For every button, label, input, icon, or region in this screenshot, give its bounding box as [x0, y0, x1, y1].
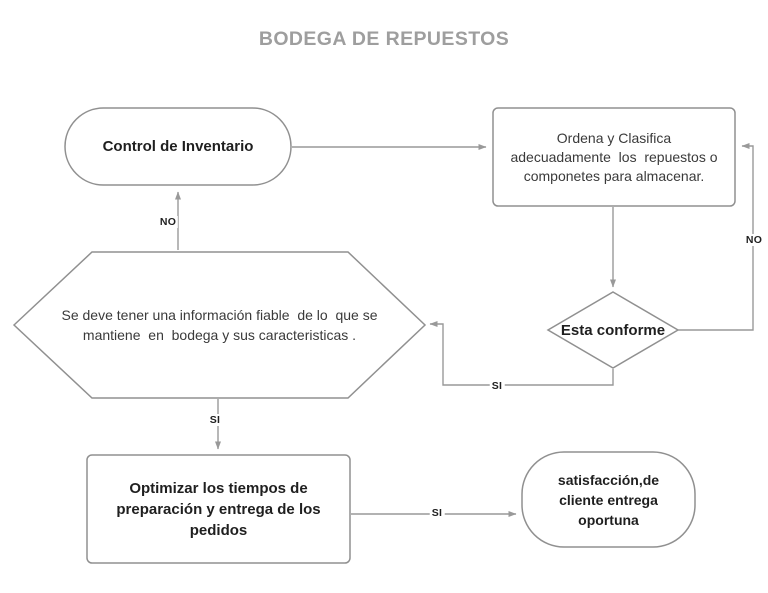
edge-label-si-optimizar-to-satisfaccion: SI: [429, 507, 445, 519]
optimizar-node-label: Optimizar los tiempos de preparación y e…: [116, 479, 321, 539]
informacion-node-shape: [12, 251, 427, 399]
edge-label-no-hexagon-to-control: NO: [157, 216, 179, 228]
ordena-node-shape: [492, 107, 736, 207]
control-node-label: Control de Inventario: [102, 138, 254, 155]
satisfaccion-node-label: satisfacción,de cliente entrega oportuna: [557, 471, 660, 528]
satisfaccion-node-shape: [521, 451, 696, 548]
edge-label-no-conforme-to-ordena: NO: [743, 234, 765, 246]
edge-label-si-conforme-to-hexagon: SI: [489, 380, 505, 392]
ordena-node-label: Ordena y Clasifica adecuadamente los rep…: [510, 129, 718, 184]
informacion-node-label: Se deve tener una información fiable de …: [61, 307, 378, 343]
conforme-node-shape: [546, 291, 680, 369]
optimizar-node-shape: [86, 454, 351, 564]
connector-conforme-to-hexagon-si: [429, 321, 614, 386]
diagram-title: BODEGA DE REPUESTOS: [258, 28, 510, 50]
edge-label-si-hexagon-to-optimizar: SI: [207, 414, 223, 426]
conforme-node-label: Esta conforme: [560, 321, 666, 339]
control-node-shape: [64, 107, 292, 186]
